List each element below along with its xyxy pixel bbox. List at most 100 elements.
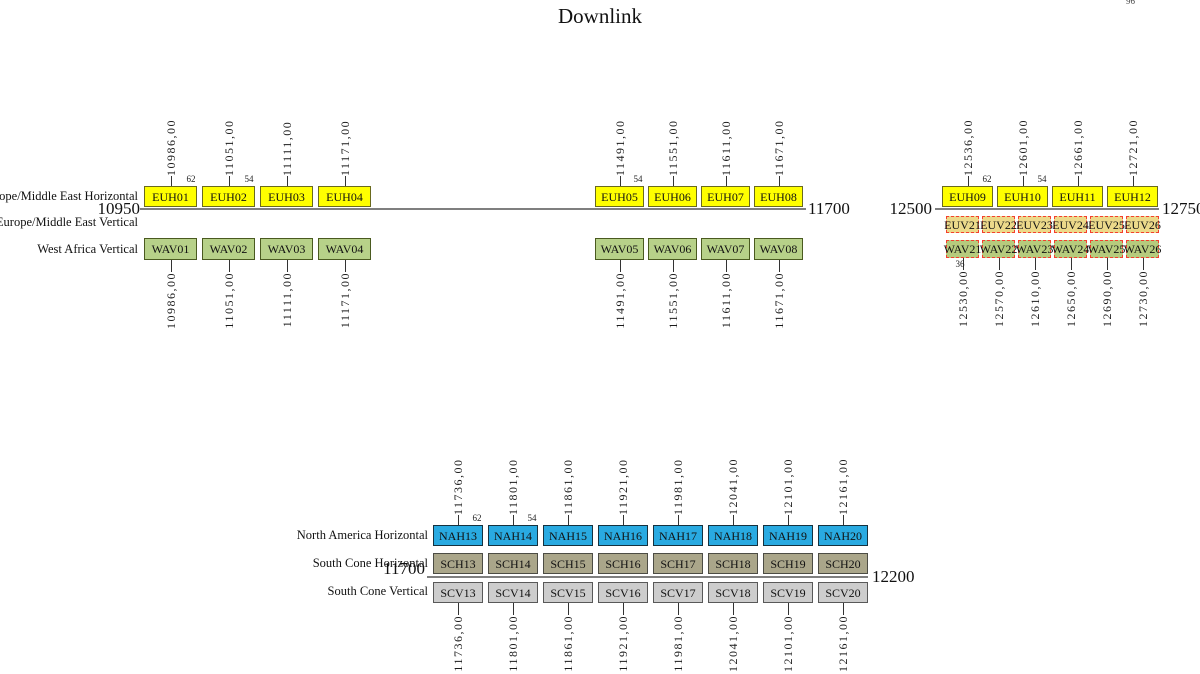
transponder-label: SCH19 [770, 556, 806, 571]
frequency-label: 11861,00 [561, 615, 575, 672]
transponder-euh02: EUH02 [202, 186, 255, 207]
transponder-label: WAV07 [706, 242, 745, 256]
transponder-nah15: NAH15 [543, 525, 593, 546]
frequency-tick [623, 603, 624, 615]
row-label-europe-vertical: Europe/Middle East Vertical [0, 215, 138, 229]
transponder-wav02: WAV02 [202, 238, 255, 260]
axis-line-europe-low [140, 208, 806, 210]
transponder-nah16: NAH16 [598, 525, 648, 546]
transponder-scv16: SCV16 [598, 582, 648, 603]
transponder-label: SCH17 [660, 556, 696, 571]
frequency-label: 11736,00 [451, 458, 465, 515]
frequency-label: 12610,00 [1027, 270, 1042, 327]
transponder-euh04: EUH04 [318, 186, 371, 207]
frequency-tick [788, 603, 789, 615]
frequency-tick [568, 603, 569, 615]
frequency-tick [344, 260, 346, 272]
transponder-sch20: SCH20 [818, 553, 868, 574]
transponder-euv21: EUV21 [944, 216, 981, 233]
frequency-tick [962, 258, 964, 270]
transponder-euv22: EUV22 [980, 216, 1017, 233]
transponder-label: WAV05 [600, 242, 639, 256]
frequency-label: 11051,00 [221, 272, 236, 329]
transponder-label: NAH16 [604, 528, 642, 543]
transponder-label: EUH09 [949, 189, 986, 204]
transponder-label: NAH14 [494, 528, 532, 543]
transponder-label: EUH10 [1004, 189, 1041, 204]
frequency-tick [1034, 258, 1036, 270]
axis-11700-bottom: 11700 [383, 559, 425, 578]
frequency-tick [678, 515, 679, 525]
transponder-label: WAV02 [209, 242, 248, 256]
transponder-label: SCV18 [715, 585, 751, 600]
frequency-tick [228, 176, 230, 186]
transponder-label: EUV22 [980, 217, 1017, 232]
transponder-label: SCV19 [770, 585, 806, 600]
transponder-label: WAV26 [1123, 242, 1162, 256]
frequency-label: 11491,00 [612, 272, 627, 329]
frequency-label: 10986,00 [163, 272, 178, 329]
transponder-wav22: WAV22 [980, 240, 1017, 258]
transponder-nah14: NAH14 [488, 525, 538, 546]
frequency-label: 12530,00 [955, 270, 970, 327]
transponder-nah20: NAH20 [818, 525, 868, 546]
frequency-tick [286, 260, 288, 272]
transponder-label: SCH14 [495, 556, 531, 571]
frequency-tick [672, 260, 674, 272]
frequency-tick [678, 603, 679, 615]
axis-12200: 12200 [872, 567, 915, 586]
transponder-scv14: SCV14 [488, 582, 538, 603]
transponder-wav23: WAV23 [1015, 240, 1054, 258]
transponder-euv26: EUV26 [1124, 216, 1161, 233]
frequency-tick [513, 603, 514, 615]
transponder-sch17: SCH17 [653, 553, 703, 574]
frequency-label: 11671,00 [771, 119, 786, 176]
transponder-euh01: EUH01 [144, 186, 197, 207]
transponder-label: EUH08 [760, 189, 797, 204]
transponder-label: EUH05 [601, 189, 638, 204]
transponder-wav21: WAV21 [944, 240, 981, 258]
transponder-label: NAH13 [439, 528, 477, 543]
transponder-label: NAH19 [769, 528, 807, 543]
transponder-label: SCV15 [550, 585, 586, 600]
transponder-label: SCV13 [440, 585, 476, 600]
transponder-nah19: NAH19 [763, 525, 813, 546]
frequency-label: 12570,00 [991, 270, 1006, 327]
frequency-tick [513, 515, 514, 525]
transponder-label: EUH12 [1114, 189, 1151, 204]
frequency-label: 11611,00 [718, 119, 733, 176]
frequency-label: 12650,00 [1063, 270, 1078, 327]
frequency-label: 11491,00 [612, 119, 627, 176]
axis-12500: 12500 [889, 199, 933, 218]
transponder-label: EUH04 [326, 189, 363, 204]
frequency-label: 11981,00 [671, 615, 685, 672]
frequency-tick [344, 176, 346, 186]
bandwidth-label: 36 [955, 259, 965, 269]
transponder-euh05: EUH05 [595, 186, 644, 207]
transponder-label: EUH07 [707, 189, 744, 204]
transponder-sch14: SCH14 [488, 553, 538, 574]
frequency-tick [458, 515, 459, 525]
transponder-label: NAH18 [714, 528, 752, 543]
transponder-sch15: SCH15 [543, 553, 593, 574]
frequency-label: 11801,00 [506, 458, 520, 515]
transponder-nah17: NAH17 [653, 525, 703, 546]
transponder-wav05: WAV05 [595, 238, 644, 260]
transponder-label: WAV23 [1015, 242, 1054, 256]
transponder-wav03: WAV03 [260, 238, 313, 260]
frequency-tick [458, 603, 459, 615]
transponder-label: EUV26 [1124, 217, 1161, 232]
transponder-label: EUH01 [152, 189, 189, 204]
frequency-label: 11671,00 [771, 272, 786, 329]
frequency-label: 11981,00 [671, 458, 685, 515]
frequency-tick [568, 515, 569, 525]
transponder-wav01: WAV01 [144, 238, 197, 260]
frequency-label: 11801,00 [506, 615, 520, 672]
frequency-label: 11861,00 [561, 458, 575, 515]
row-label-south-cone-horizontal: South Cone Horizontal [312, 556, 428, 570]
transponder-label: SCH16 [605, 556, 641, 571]
transponder-label: NAH20 [824, 528, 862, 543]
frequency-label: 12161,00 [836, 458, 850, 515]
frequency-label: 11551,00 [665, 272, 680, 329]
